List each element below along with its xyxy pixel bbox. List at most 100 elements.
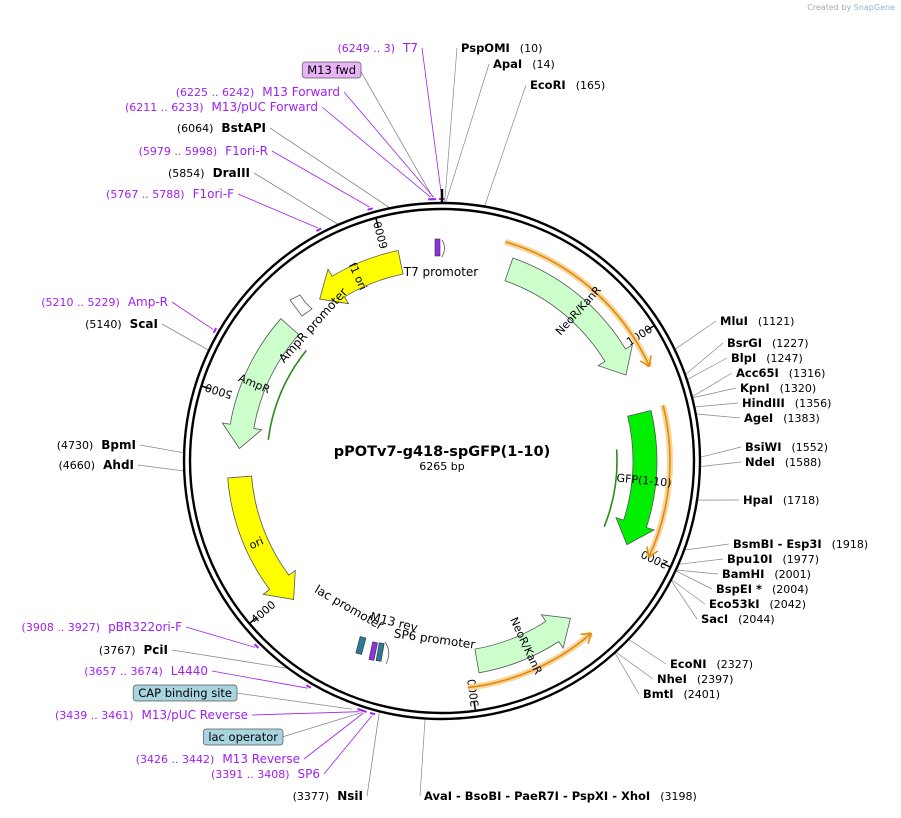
t7-promoter-mark (434, 238, 441, 257)
primer-range: (6249 .. 3) (337, 42, 395, 55)
enzyme-name[interactable]: Acc65I (736, 366, 779, 380)
primer-name[interactable]: SP6 (298, 767, 321, 781)
enzyme-name[interactable]: ScaI (130, 317, 158, 331)
snapgene-credit: Created by SnapGene (807, 3, 895, 12)
primer-name[interactable]: F1ori-R (225, 144, 268, 158)
primer-name[interactable]: M13/pUC Reverse (142, 708, 249, 722)
ori-feature-arrow[interactable] (227, 475, 296, 600)
feature-box-label[interactable]: CAP binding site (138, 686, 232, 700)
primer-range: (5979 .. 5998) (139, 145, 218, 158)
tick-mark (201, 385, 212, 390)
enzyme-name[interactable]: ApaI (493, 57, 522, 71)
tick-mark (645, 324, 655, 332)
primer-range: (3439 .. 3461) (55, 709, 134, 722)
enzyme-name[interactable]: Eco53kI (709, 597, 760, 611)
leader-line (684, 543, 730, 551)
leader-line (211, 670, 308, 689)
enzyme-name[interactable]: PspOMI (461, 41, 510, 55)
enzyme-name[interactable]: BpmI (101, 438, 136, 452)
f1-ori-feature-arrow[interactable] (319, 250, 404, 305)
primer-name[interactable]: M13 Reverse (222, 752, 300, 766)
enzyme-name[interactable]: BsiWI (745, 440, 782, 454)
leader-line (171, 301, 214, 330)
primer-name[interactable]: M13 Forward (262, 85, 340, 99)
leader-line (171, 649, 289, 669)
label-box (202, 728, 284, 746)
leader-line (684, 342, 724, 376)
tick-mark (248, 616, 258, 625)
primer-range: (3426 .. 3442) (136, 753, 215, 766)
enzyme-name[interactable]: BsrGI (727, 336, 762, 350)
leader-line (343, 91, 434, 198)
enzyme-position: (2044) (738, 613, 775, 626)
enzyme-name[interactable]: AgeI (744, 411, 773, 425)
enzyme-name[interactable]: BmtI (643, 687, 674, 701)
enzyme-name[interactable]: EcoNI (670, 657, 706, 671)
leader-line (366, 711, 380, 797)
primer-name[interactable]: pBR322ori-F (108, 620, 182, 634)
enzyme-name[interactable]: NsiI (337, 789, 363, 803)
label-box (301, 61, 362, 79)
primer-site-mark (212, 327, 218, 334)
leader-line (670, 579, 698, 620)
primer-name[interactable]: T7 (402, 41, 418, 55)
enzyme-name[interactable]: BstAPI (221, 121, 266, 135)
leader-line (269, 127, 391, 209)
enzyme-name[interactable]: SacI (701, 612, 728, 626)
lac-promoter-mark (355, 636, 367, 655)
tick-label: 4000 (249, 598, 279, 626)
enzyme-position: (2004) (772, 583, 809, 596)
primer-name[interactable]: F1ori-F (193, 187, 234, 201)
neor-kanr-feature-arrow[interactable] (504, 257, 633, 376)
enzyme-name[interactable]: PciI (144, 643, 169, 657)
leader-line (237, 193, 319, 229)
leader-line (253, 172, 339, 225)
enzyme-name[interactable]: BamHI (722, 567, 764, 581)
enzyme-name[interactable]: AhdI (103, 458, 134, 472)
leader-line (281, 712, 363, 738)
leader-line (614, 652, 640, 695)
enzyme-name[interactable]: HindIII (742, 396, 785, 410)
primer-range: (3657 .. 3674) (84, 665, 163, 678)
enzyme-position: (1383) (783, 412, 820, 425)
feature-box-label[interactable]: lac operator (208, 730, 278, 744)
primer-name[interactable]: L4440 (171, 664, 208, 678)
enzyme-position: (10) (520, 42, 543, 55)
enzyme-position: (3767) (99, 644, 136, 657)
primer-name[interactable]: M13/pUC Forward (211, 100, 318, 114)
primer-range: (6225 .. 6242) (176, 86, 255, 99)
enzyme-name[interactable]: BspEI * (716, 582, 762, 596)
enzyme-position: (2327) (717, 658, 754, 671)
enzyme-name[interactable]: BsmBI - Esp3I (733, 537, 822, 551)
enzyme-position: (4660) (59, 459, 96, 472)
primer-site-mark (305, 684, 312, 689)
ampr-feature-arrow[interactable] (221, 318, 300, 450)
enzyme-position: (1356) (795, 397, 832, 410)
enzyme-position: (1588) (785, 456, 822, 469)
primer-name[interactable]: Amp-R (128, 295, 168, 309)
enzyme-name[interactable]: AvaI - BsoBI - PaeR7I - PspXI - XhoI (424, 789, 650, 803)
neor-kanr-feature-arrow[interactable] (474, 614, 571, 674)
enzyme-position: (2401) (684, 688, 721, 701)
enzyme-name[interactable]: NdeI (745, 455, 775, 469)
enzyme-position: (2042) (770, 598, 807, 611)
enzyme-position: (1918) (832, 538, 869, 551)
enzyme-name[interactable]: BlpI (731, 351, 756, 365)
m13-fwd-box-label[interactable]: M13 fwd (307, 63, 356, 77)
enzyme-position: (1320) (780, 382, 817, 395)
enzyme-name[interactable]: DraIII (213, 166, 250, 180)
tick-mark (473, 700, 477, 711)
enzyme-name[interactable]: Bpu10I (727, 552, 772, 566)
enzyme-name[interactable]: KpnI (740, 381, 770, 395)
leader-line (321, 106, 431, 198)
enzyme-name[interactable]: NheI (657, 672, 687, 686)
enzyme-name[interactable]: EcoRI (530, 78, 566, 92)
gfp-1-10-feature-arrow[interactable] (615, 410, 658, 546)
enzyme-name[interactable]: HpaI (743, 493, 773, 507)
enzyme-name[interactable]: MluI (720, 314, 748, 328)
t7-promoter-label: T7 promoter (403, 265, 479, 279)
enzyme-position: (6064) (177, 122, 214, 135)
leader-line (139, 444, 185, 454)
